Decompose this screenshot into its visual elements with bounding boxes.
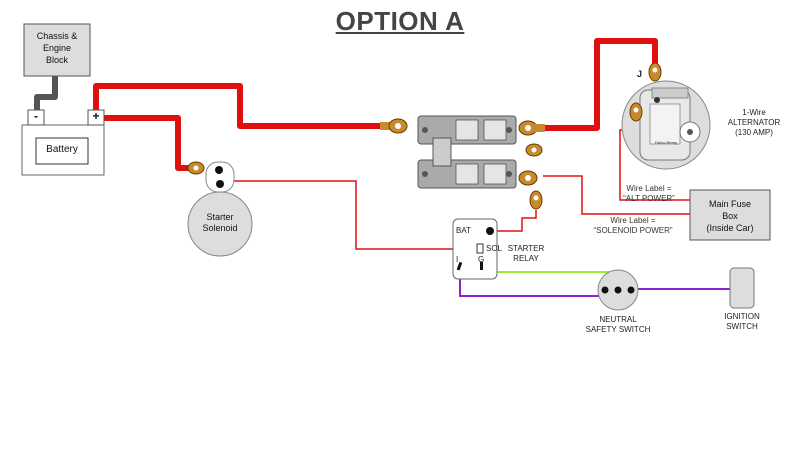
relay-name-line2: RELAY (513, 254, 539, 263)
sol-wire-line2: “SOLENOID POWER” (593, 226, 673, 235)
battery-neg-terminal (27, 109, 45, 126)
nss-line1: NEUTRAL (599, 315, 637, 324)
alternator (621, 62, 711, 170)
relay-g-terminal (480, 262, 483, 270)
alt-wire-line2: “ALT POWER” (623, 194, 675, 203)
solenoid-terminal-bottom (216, 180, 224, 188)
relay-bat-label: BAT (456, 226, 471, 235)
fusible-link-bridge (432, 137, 452, 167)
bolt (506, 171, 512, 177)
starter-solenoid-cap (205, 161, 235, 193)
ground-wire (34, 76, 58, 114)
solenoid-power-wire-label: Wire Label = “SOLENOID POWER” (592, 216, 674, 236)
battery-pos-terminal (87, 109, 105, 126)
solenoid-power-wire (543, 175, 690, 215)
fuse-line3: (Inside Car) (706, 223, 754, 233)
alt-wire-line1: Wire Label = (626, 184, 672, 193)
relay-name-line1: STARTER (507, 244, 545, 253)
ignition-switch (729, 267, 755, 309)
fuse-window (483, 163, 507, 185)
chassis-label: Chassis & Engine Block (24, 30, 90, 66)
relay-bat-wire (491, 210, 537, 232)
starter-relay (452, 218, 498, 280)
ring-terminal-battery-in (380, 118, 408, 134)
bolt (422, 127, 428, 133)
neutral-safety-switch-label: NEUTRAL SAFETY SWITCH (582, 315, 654, 335)
fuse-line2: Box (722, 211, 738, 221)
fuse-box-label: Main Fuse Box (Inside Car) (690, 198, 770, 234)
battery-pos-label: + (92, 109, 100, 123)
alt-power-wire-label: Wire Label = “ALT POWER” (617, 184, 681, 204)
fuse-window (455, 119, 479, 141)
relay-i-terminal (456, 261, 463, 271)
solenoid-terminal-top (215, 166, 223, 174)
bolt (506, 127, 512, 133)
alt-line2: ALTERNATOR (727, 118, 781, 127)
battery-to-solenoid-cable (104, 115, 200, 171)
relay-g-label: G (478, 255, 485, 264)
alternator-label: 1-Wire ALTERNATOR (130 AMP) (724, 108, 784, 138)
ring-terminal-relay-bat (529, 190, 543, 210)
sol-wire-line1: Wire Label = (610, 216, 656, 225)
battery-power-cable (93, 83, 384, 129)
starter-solenoid-label: Starter Solenoid (190, 212, 250, 234)
fuse-line1: Main Fuse (708, 199, 752, 209)
solenoid-line2: Solenoid (202, 223, 238, 233)
relay-to-solenoid-wire (226, 180, 478, 250)
relay-i-label: I (456, 255, 459, 264)
main-fuse-box (689, 189, 771, 241)
page-title: OPTION A (335, 6, 465, 36)
chassis-line2: Engine (42, 43, 72, 53)
chassis-line3: Block (45, 55, 68, 65)
ring-terminal-alt-out (518, 120, 545, 136)
ign-line2: SWITCH (726, 322, 758, 331)
solenoid-line1: Starter (206, 212, 234, 222)
fuse-window (455, 163, 479, 185)
nss-terminal (627, 286, 635, 294)
relay-sol-terminal (476, 243, 484, 254)
alt-line1: 1-Wire (742, 108, 766, 117)
fuse-window (483, 119, 507, 141)
battery-label-box (35, 137, 89, 165)
ring-terminal-link-top (525, 143, 543, 157)
ring-terminal-solenoid-out (518, 170, 538, 186)
relay-bat-terminal (486, 227, 494, 235)
bolt (422, 171, 428, 177)
ign-line1: IGNITION (724, 312, 760, 321)
alternator-terminal-j: J (637, 69, 643, 79)
ring-hole (193, 165, 199, 171)
nss-line2: SAFETY SWITCH (585, 325, 651, 334)
ignition-switch-label: IGNITION SWITCH (722, 312, 762, 332)
alt-line3: (130 AMP) (735, 128, 773, 137)
nss-terminal (614, 286, 622, 294)
alternator-power-cable (536, 38, 658, 131)
chassis-line1: Chassis & (36, 31, 78, 41)
battery-neg-label: - (34, 109, 38, 123)
chassis-box (23, 23, 91, 77)
nss-terminal (601, 286, 609, 294)
starter-relay-label: STARTER RELAY (502, 244, 550, 264)
alternator-brand: Delco-Remy (654, 140, 677, 145)
battery-label: Battery (46, 144, 78, 155)
relay-sol-label: SOL (486, 244, 503, 253)
relay-ground-wire (481, 264, 619, 289)
